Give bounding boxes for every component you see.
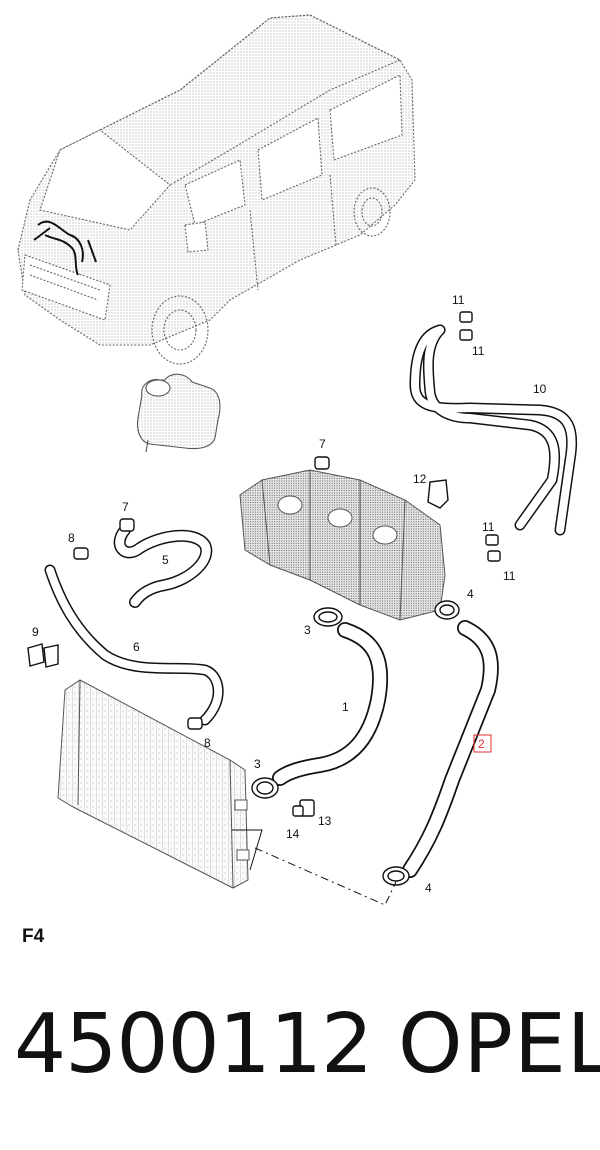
callout-2: 2: [478, 737, 485, 751]
callout-3-upper: 3: [304, 623, 311, 637]
callout-8-lower: 8: [204, 736, 211, 750]
clip-8-upper: [73, 547, 89, 560]
callout-labels: 1 2 3 3 4 4 5 6 7 7 8 8 9 10 11 11 11 11…: [32, 293, 547, 895]
clip-8-lower: [187, 717, 203, 730]
hoses: [44, 324, 578, 878]
hose-1: [272, 622, 389, 786]
parts-diagram: 1 2 3 3 4 4 5 6 7 7 8 8 9 10 11 11 11 11…: [17, 14, 578, 906]
clip-11-b: [459, 329, 473, 341]
callout-9: 9: [32, 625, 39, 639]
clamps: [27, 311, 501, 886]
figure-label: F4: [22, 926, 45, 947]
clip-11-d: [487, 550, 501, 562]
brand-name: OPEL: [398, 997, 600, 1092]
van-hose-highlight: [33, 220, 97, 276]
clip-9: [27, 643, 45, 667]
callout-2-highlight-box: [473, 734, 492, 753]
callout-4-lower: 4: [425, 881, 432, 895]
clip-7-lower: [119, 518, 135, 532]
clip-11-a: [459, 311, 473, 323]
leader-lines: [232, 829, 397, 906]
expansion-tank: [136, 373, 221, 453]
van-illustration: [17, 14, 416, 365]
callout-14: 14: [286, 827, 300, 841]
callout-7-upper: 7: [319, 437, 326, 451]
callout-8-upper: 8: [68, 531, 75, 545]
callout-6: 6: [133, 640, 140, 654]
callout-12: 12: [413, 472, 427, 486]
callout-4-upper: 4: [467, 587, 474, 601]
callout-3-lower: 3: [254, 757, 261, 771]
callout-11-b: 11: [472, 344, 485, 358]
clip-7-upper: [314, 456, 330, 470]
callout-7-lower: 7: [122, 500, 129, 514]
callout-11-c: 11: [482, 520, 495, 534]
callout-11-a: 11: [452, 293, 465, 307]
part-number: 4500112: [14, 997, 373, 1092]
callout-5: 5: [162, 553, 169, 567]
callout-11-d: 11: [503, 569, 516, 583]
callout-1: 1: [342, 700, 349, 714]
callout-13: 13: [318, 814, 332, 828]
sensor-12: [427, 479, 449, 509]
callout-10: 10: [533, 382, 547, 396]
cylinder-head: [239, 469, 446, 621]
fitting-14: [292, 805, 304, 817]
clip-11-c: [485, 534, 499, 546]
radiator: [57, 679, 250, 889]
